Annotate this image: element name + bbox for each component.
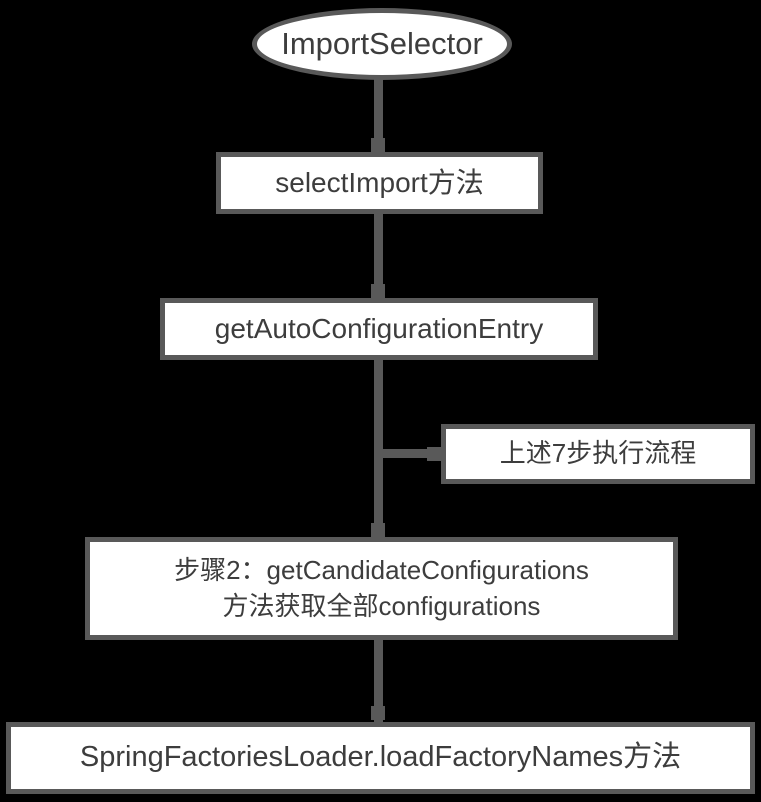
- node-spring-factories-loader-label: SpringFactoriesLoader.loadFactoryNames方法: [79, 741, 682, 774]
- node-select-import-label: selectImport方法: [275, 167, 484, 199]
- node-get-auto-configuration-entry-label: getAutoConfigurationEntry: [214, 313, 544, 345]
- node-import-selector[interactable]: ImportSelector: [252, 8, 512, 80]
- arrowhead-get-auto-config-entry: [371, 284, 385, 298]
- edge-branch-to-seven-steps: [374, 449, 441, 458]
- node-candidate-configurations-label-line1: 步骤2：getCandidateConfigurations: [174, 555, 589, 586]
- node-candidate-configurations[interactable]: 步骤2：getCandidateConfigurations 方法获取全部con…: [85, 537, 678, 640]
- node-candidate-configurations-label-line2: 方法获取全部configurations: [222, 590, 541, 621]
- arrowhead-select-import: [371, 138, 385, 152]
- node-spring-factories-loader[interactable]: SpringFactoriesLoader.loadFactoryNames方法: [6, 722, 755, 794]
- node-seven-steps[interactable]: 上述7步执行流程: [441, 424, 755, 484]
- node-select-import[interactable]: selectImport方法: [216, 152, 543, 214]
- node-seven-steps-label: 上述7步执行流程: [499, 438, 697, 469]
- node-import-selector-label: ImportSelector: [281, 26, 483, 62]
- node-get-auto-configuration-entry[interactable]: getAutoConfigurationEntry: [160, 298, 598, 360]
- arrowhead-spring-factories: [371, 706, 385, 720]
- edge-get-auto-config-entry-trunk: [374, 360, 383, 537]
- arrowhead-seven-steps: [427, 447, 441, 461]
- arrowhead-candidate-configs: [371, 523, 385, 537]
- edge-select-import-to-get-auto-config-entry: [374, 213, 383, 298]
- edge-candidate-configs-to-spring-factories: [374, 640, 383, 722]
- edge-import-selector-to-select-import: [374, 78, 383, 152]
